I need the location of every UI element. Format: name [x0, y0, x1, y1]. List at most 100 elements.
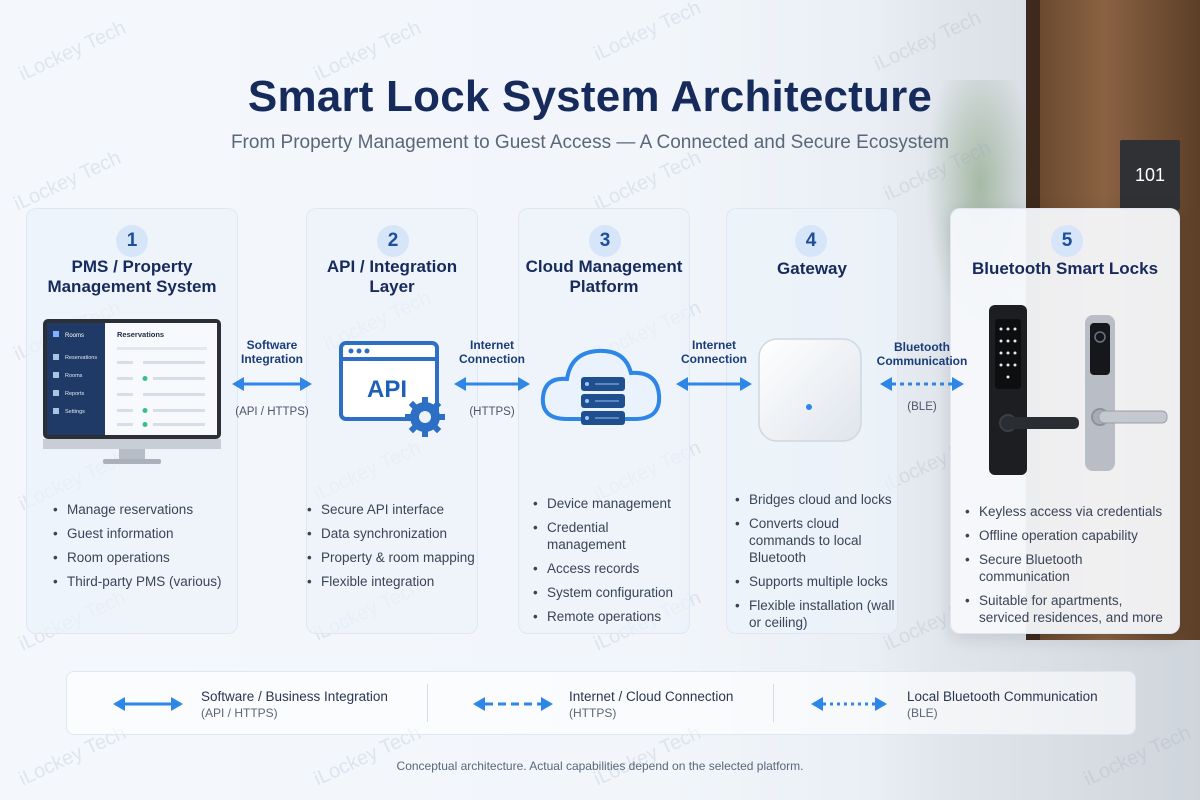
- card-title-line: PMS / Property: [71, 257, 193, 276]
- legend-text: Internet / Cloud Connection (HTTPS): [569, 688, 733, 722]
- card-title: Gateway: [777, 259, 847, 278]
- list-item: Device management: [533, 495, 689, 512]
- legend-divider: [427, 684, 428, 722]
- card-title: PMS / Property Management System: [27, 257, 237, 297]
- card-title: Cloud Management Platform: [519, 257, 689, 297]
- connector-sub: (API / HTTPS): [235, 406, 309, 418]
- feature-list: Secure API interface Data synchronizatio…: [307, 501, 477, 597]
- gateway-device-icon: [758, 338, 862, 442]
- list-item: Keyless access via credentials: [965, 503, 1175, 520]
- connector-label-line: Software: [246, 338, 298, 352]
- list-item: Remote operations: [533, 608, 689, 625]
- screen-header: Reservations: [117, 330, 164, 339]
- card-title: Bluetooth Smart Locks: [971, 259, 1159, 278]
- legend-text: Software / Business Integration (API / H…: [201, 688, 388, 722]
- room-number: 101: [1134, 164, 1166, 185]
- list-item: Data synchronization: [307, 525, 477, 542]
- connector-label-line: Internet: [469, 338, 514, 352]
- dashed-double-arrow: [473, 697, 553, 711]
- legend-sub: (BLE): [907, 706, 938, 720]
- api-icon-label: API: [367, 376, 407, 403]
- card-title-line: Platform: [569, 277, 639, 296]
- legend-text: Local Bluetooth Communication (BLE): [907, 688, 1098, 722]
- list-item: Converts cloud commands to local Bluetoo…: [735, 515, 895, 566]
- list-item: Flexible integration: [307, 573, 477, 590]
- connector-label: Software Integration: [230, 338, 314, 366]
- watermark: iLockey Tech: [590, 146, 705, 216]
- feature-list: Manage reservations Guest information Ro…: [53, 501, 233, 597]
- card-title-line: Layer: [369, 277, 415, 296]
- solid-double-arrow: [113, 697, 183, 711]
- cloud-server-icon: [540, 348, 662, 425]
- list-item: System configuration: [533, 584, 689, 601]
- legend: Software / Business Integration (API / H…: [66, 671, 1136, 735]
- nav-item: Settings: [65, 409, 85, 415]
- connector-label-line: Communication: [876, 354, 968, 368]
- page-subtitle: From Property Management to Guest Access…: [230, 132, 950, 153]
- list-item: Credential management: [533, 519, 689, 553]
- footnote: Conceptual architecture. Actual capabili…: [396, 759, 804, 773]
- card-title-line: Management System: [47, 277, 217, 296]
- list-item: Supports multiple locks: [735, 573, 895, 590]
- watermark: iLockey Tech: [10, 146, 125, 216]
- card-title: API / Integration Layer: [307, 257, 477, 297]
- list-item: Secure API interface: [307, 501, 477, 518]
- monitor-icon: Rooms Reservations Rooms Reports Setting…: [43, 319, 221, 464]
- step-badge: 5: [1051, 225, 1083, 257]
- card-title-line: Cloud Management: [525, 257, 683, 276]
- solid-double-arrow: [676, 377, 752, 391]
- list-item: Offline operation capability: [965, 527, 1175, 544]
- step-badge: 2: [377, 225, 409, 257]
- connector-label-line: Integration: [241, 352, 303, 366]
- feature-list: Keyless access via credentials Offline o…: [965, 503, 1175, 633]
- feature-list: Device management Credential management …: [533, 495, 689, 632]
- connector-label-line: Internet: [691, 338, 736, 352]
- connector-sub: (BLE): [907, 401, 937, 413]
- list-item: Secure Bluetooth communication: [965, 551, 1175, 585]
- connector-label-line: Bluetooth: [894, 340, 950, 354]
- list-item: Access records: [533, 560, 689, 577]
- card-pms: 1 PMS / Property Management System Rooms…: [26, 208, 238, 634]
- legend-divider: [773, 684, 774, 722]
- legend-label: Software / Business Integration: [201, 689, 388, 704]
- smart-lock-icon: [989, 305, 1168, 475]
- list-item: Suitable for apartments, serviced reside…: [965, 592, 1175, 626]
- nav-item: Rooms: [65, 373, 83, 379]
- list-item: Flexible installation (wall or ceiling): [735, 597, 895, 631]
- legend-sub: (API / HTTPS): [201, 706, 278, 720]
- legend-sub: (HTTPS): [569, 706, 617, 720]
- list-item: Manage reservations: [53, 501, 233, 518]
- legend-label: Local Bluetooth Communication: [907, 689, 1098, 704]
- connector-label: Internet Connection: [450, 338, 534, 366]
- list-item: Third-party PMS (various): [53, 573, 233, 590]
- nav-item: Rooms: [65, 333, 84, 339]
- list-item: Room operations: [53, 549, 233, 566]
- dotted-double-arrow: [880, 377, 964, 391]
- connector-label-line: Connection: [459, 352, 525, 366]
- list-item: Property & room mapping: [307, 549, 477, 566]
- list-item: Guest information: [53, 525, 233, 542]
- list-item: Bridges cloud and locks: [735, 491, 895, 508]
- feature-list: Bridges cloud and locks Converts cloud c…: [735, 491, 895, 638]
- nav-item: Reports: [65, 391, 85, 397]
- page-title: Smart Lock System Architecture: [247, 72, 933, 121]
- watermark: iLockey Tech: [590, 0, 705, 66]
- connector-label: Bluetooth Communication: [876, 340, 968, 368]
- connector-sub: (HTTPS): [469, 406, 515, 418]
- step-badge: 3: [589, 225, 621, 257]
- connector-label-line: Connection: [681, 352, 747, 366]
- card-cloud: 3 Cloud Management Platform Device manag…: [518, 208, 690, 634]
- solid-double-arrow: [232, 377, 312, 391]
- api-icon: API: [339, 341, 445, 437]
- card-api: 2 API / Integration Layer API Secure API…: [306, 208, 478, 634]
- legend-label: Internet / Cloud Connection: [569, 689, 734, 704]
- legend-item: Local Bluetooth Communication (BLE): [773, 672, 1135, 734]
- step-badge: 1: [116, 225, 148, 257]
- step-badge: 4: [795, 225, 827, 257]
- room-number-plate: 101: [1120, 140, 1180, 210]
- solid-double-arrow: [454, 377, 530, 391]
- dotted-double-arrow: [811, 697, 887, 711]
- card-gateway: 4 Gateway Bridges cloud and locks Conver…: [726, 208, 898, 634]
- card-title-line: API / Integration: [326, 257, 458, 276]
- card-smart-locks: 5 Bluetooth Smart Locks Keyless access v…: [950, 208, 1180, 634]
